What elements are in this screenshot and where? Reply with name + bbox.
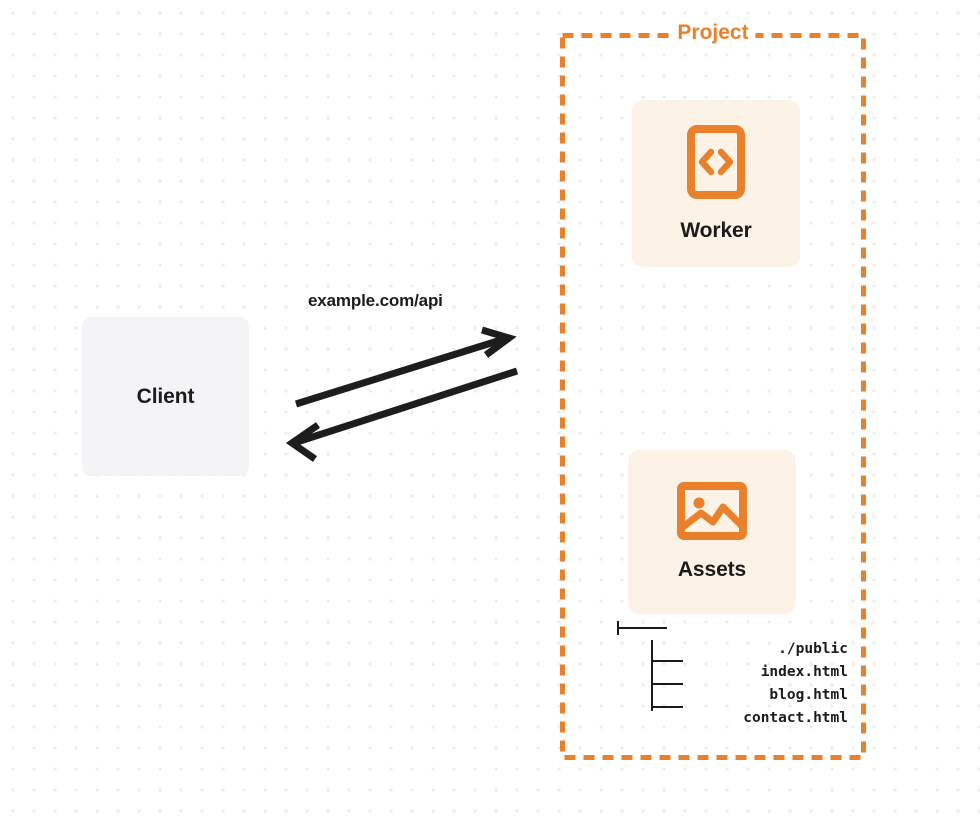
file-tree-name: ./public — [778, 641, 848, 657]
file-tree-row: contact.html — [600, 684, 850, 726]
tree-branch-3 — [651, 706, 683, 708]
code-brackets-icon — [687, 124, 745, 199]
tree-branch-1 — [651, 660, 683, 662]
tree-stem-vertical — [651, 640, 653, 711]
worker-card-label: Worker — [680, 218, 752, 242]
client-node-label: Client — [136, 384, 195, 408]
file-tree-row: ./public — [600, 615, 850, 657]
file-tree-name: index.html — [760, 664, 848, 680]
assets-card-label: Assets — [677, 558, 747, 581]
worker-card[interactable]: Worker — [632, 100, 800, 267]
file-tree-name: blog.html — [769, 687, 848, 703]
file-tree-row: blog.html — [600, 661, 850, 703]
file-tree: ./public index.html blog.html contact.ht… — [600, 615, 850, 726]
file-tree-row: index.html — [600, 638, 850, 680]
tree-branch-2 — [651, 683, 683, 685]
file-tree-name: contact.html — [743, 710, 848, 726]
image-picture-icon — [677, 482, 747, 540]
connection-label: example.com/api — [308, 291, 443, 310]
assets-card[interactable]: Assets — [628, 450, 796, 614]
client-node[interactable]: Client — [82, 317, 249, 476]
project-title: Project — [670, 20, 756, 46]
tree-tee-horizontal — [617, 627, 667, 629]
project-group: Project Worker Assets — [560, 20, 866, 760]
